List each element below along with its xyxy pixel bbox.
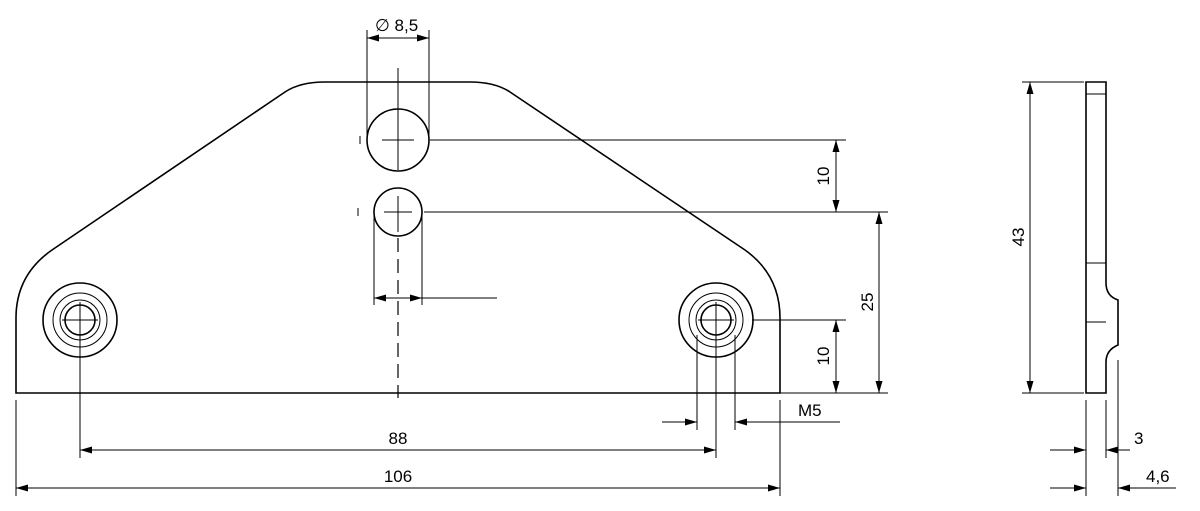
dim-thickness-overall: 4,6 bbox=[1050, 467, 1176, 492]
dim-vertical-top-spacing: 10 bbox=[814, 140, 840, 212]
label-thickness-overall: 4,6 bbox=[1146, 467, 1170, 486]
dim-thickness-inner: 3 bbox=[1050, 429, 1143, 454]
hole-middle bbox=[373, 187, 423, 237]
dim-overall-height: 43 bbox=[1009, 81, 1084, 394]
label-overall-height: 43 bbox=[1009, 228, 1028, 247]
label-vertical-bottom-spacing: 10 bbox=[814, 347, 833, 366]
dim-overall-width: 106 bbox=[15, 400, 781, 496]
dim-hole-top-diameter: ∅ 8,5 bbox=[366, 16, 430, 138]
label-thickness-inner: 3 bbox=[1134, 429, 1143, 448]
center-lines bbox=[62, 68, 734, 398]
front-view: ∅ 8,5 10 25 bbox=[15, 16, 888, 496]
label-hole-top-diameter: ∅ 8,5 bbox=[375, 16, 418, 35]
dim-vertical-bottom-spacing: 10 bbox=[814, 320, 840, 393]
plate-outline bbox=[15, 81, 781, 394]
label-vertical-mid-spacing: 25 bbox=[858, 293, 877, 312]
dim-vertical-mid-spacing: 25 bbox=[858, 212, 883, 393]
side-view: 43 3 4,6 bbox=[1009, 81, 1176, 496]
dim-hole-pitch: 88 bbox=[79, 336, 717, 458]
label-hole-pitch: 88 bbox=[389, 429, 408, 448]
dim-thread: M5 bbox=[662, 335, 840, 430]
label-vertical-top-spacing: 10 bbox=[814, 167, 833, 186]
dim-hole-middle-diameter bbox=[373, 214, 497, 305]
label-thread: M5 bbox=[798, 401, 822, 420]
side-profile bbox=[1085, 81, 1119, 394]
label-overall-width: 106 bbox=[384, 467, 412, 486]
